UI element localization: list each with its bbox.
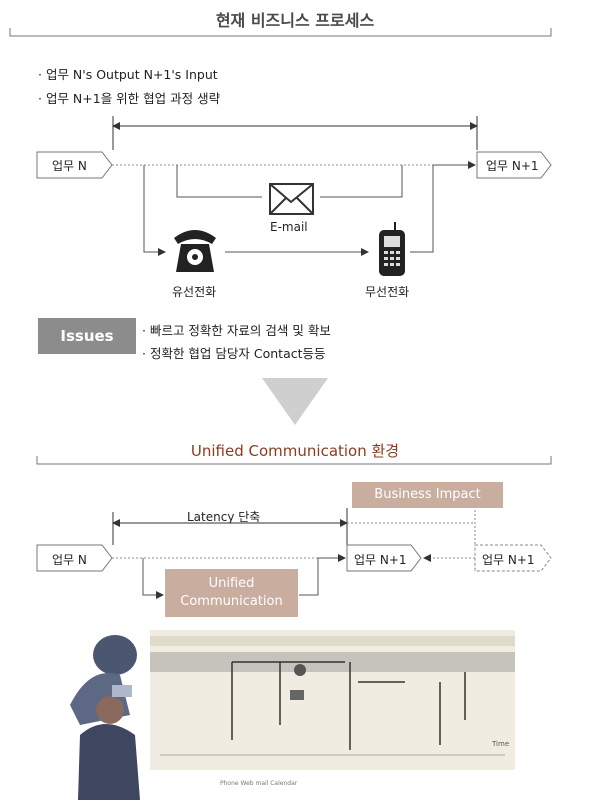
uc-node-n1-future-label: 업무 N+1 (482, 553, 535, 567)
node-n1-label: 업무 N+1 (486, 159, 539, 173)
title-bracket-top (9, 28, 552, 37)
node-n-shape (36, 151, 113, 179)
mobile-label: 무선전화 (365, 285, 410, 299)
email-label: E-mail (270, 220, 308, 234)
bullet-1: · 업무 N's Output N+1's Input (38, 67, 218, 82)
uc-box-line-1: Unified (208, 576, 255, 591)
issue-2: · 정확한 협업 담당자 Contact등등 (142, 346, 326, 361)
business-impact-box: Business Impact (352, 482, 503, 508)
unified-communication-box: Unified Communication (165, 569, 298, 617)
node-n-label: 업무 N (52, 159, 87, 173)
latency-label: Latency 단축 (187, 510, 261, 524)
issue-1: · 빠르고 정확한 자료의 검색 및 확보 (142, 323, 331, 338)
node-n1-shape (476, 151, 552, 179)
legend-item-1: Phone Web mail Calendar (220, 780, 298, 787)
section-title-current: 현재 비즈니스 프로세스 (215, 11, 375, 30)
section-title-uc: Unified Communication 환경 (190, 442, 400, 460)
title-bracket-bottom (36, 456, 552, 465)
workflow-illustration: Time Phone Web mail Calendar (60, 625, 520, 800)
uc-box-line-2: Communication (180, 594, 283, 609)
uc-process-diagram (36, 508, 552, 599)
issues-badge: Issues (38, 318, 136, 354)
people-silhouettes (70, 635, 140, 800)
uc-node-n1-label: 업무 N+1 (354, 553, 407, 567)
uc-node-n-label: 업무 N (52, 553, 87, 567)
workflow-chart (150, 630, 515, 770)
email-icon (269, 183, 314, 215)
landline-phone-icon (174, 230, 216, 272)
mobile-phone-icon (379, 222, 405, 276)
landline-label: 유선전화 (172, 285, 217, 299)
figure-legend: Phone Web mail Calendar (220, 780, 297, 787)
transition-arrow (262, 378, 328, 425)
current-process-diagram (36, 116, 552, 276)
figure-time-label: Time (492, 740, 510, 748)
bullet-2: · 업무 N+1을 위한 협업 과정 생략 (38, 91, 221, 106)
